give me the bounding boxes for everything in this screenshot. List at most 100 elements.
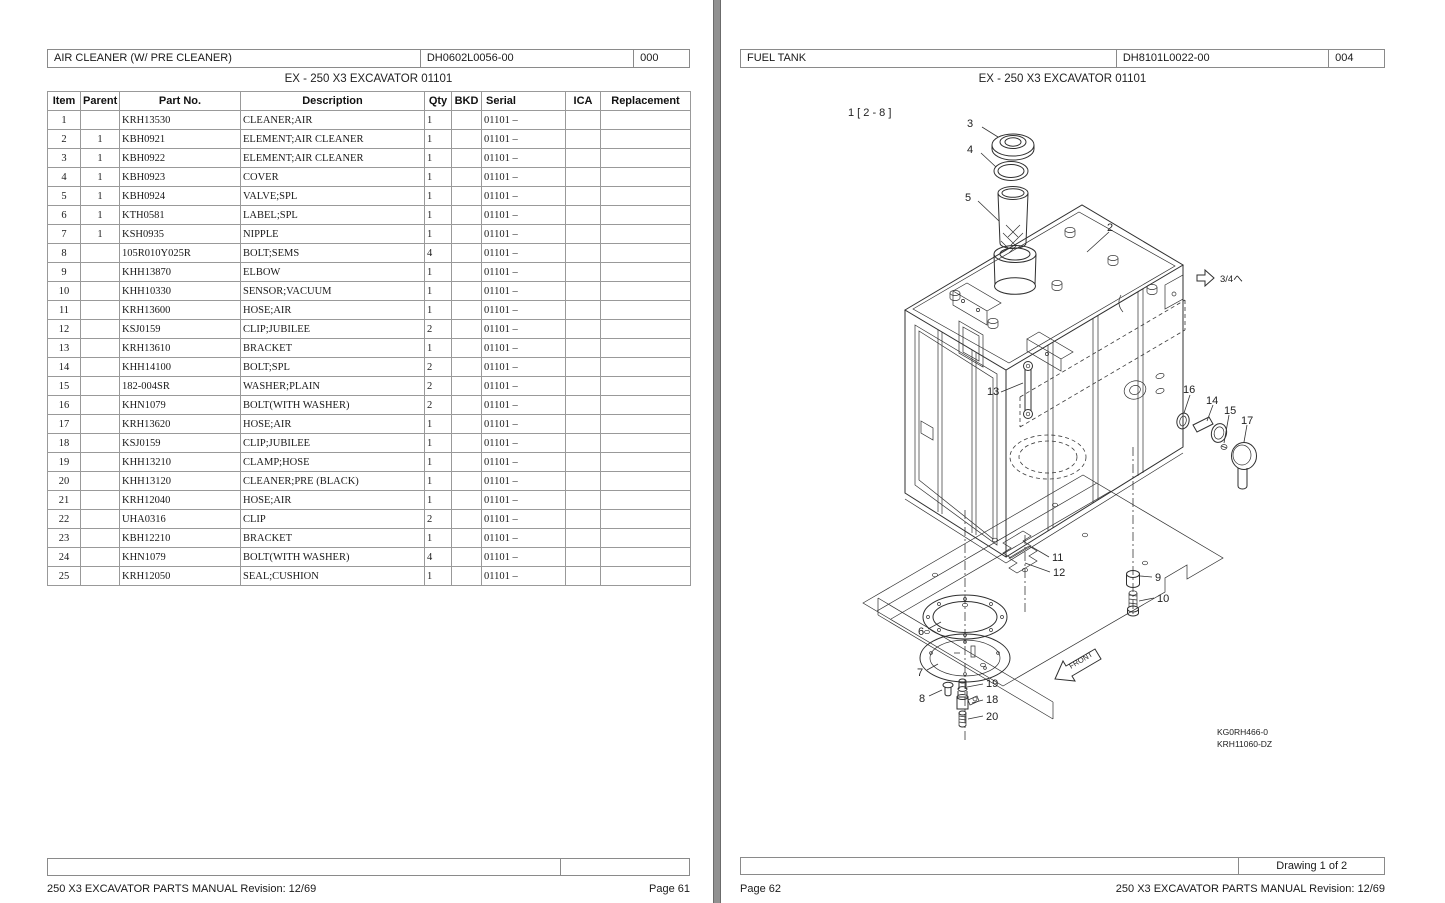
column-header: Qty (424, 91, 452, 111)
fuel-tank-diagram: 1 [ 2 - 8 ] (848, 107, 1272, 749)
table-cell: KRH13610 (119, 338, 241, 358)
table-cell: 1 (424, 148, 452, 168)
table-cell (600, 110, 691, 130)
table-cell: 21 (47, 490, 81, 510)
table-cell: 01101 – (481, 433, 566, 453)
table-cell (565, 490, 601, 510)
table-cell: HOSE;AIR (240, 414, 425, 434)
table-cell (600, 319, 691, 339)
table-cell (565, 281, 601, 301)
page-number: Page 61 (649, 883, 690, 895)
table-cell: ELBOW (240, 262, 425, 282)
table-cell (451, 490, 482, 510)
table-cell: BOLT(WITH WASHER) (240, 547, 425, 567)
table-cell (565, 262, 601, 282)
table-cell (80, 338, 120, 358)
table-cell: KRH13600 (119, 300, 241, 320)
table-cell (565, 395, 601, 415)
table-cell: 4 (47, 167, 81, 187)
callout-leaders (926, 126, 1248, 720)
table-cell (451, 167, 482, 187)
table-cell (600, 433, 691, 453)
view-reference-arrow: 3/4へ (1196, 268, 1243, 288)
table-cell: 1 (424, 471, 452, 491)
table-cell (80, 509, 120, 529)
table-cell (565, 509, 601, 529)
table-cell (80, 490, 120, 510)
callout-9: 9 (1155, 572, 1161, 584)
table-cell (600, 357, 691, 377)
table-cell (565, 376, 601, 396)
table-cell: BRACKET (240, 528, 425, 548)
table-cell: 01101 – (481, 547, 566, 567)
page-61: AIR CLEANER (W/ PRE CLEANER) DH0602L0056… (0, 0, 713, 903)
callout-3: 3 (967, 118, 973, 130)
table-cell (600, 452, 691, 472)
table-cell: NIPPLE (240, 224, 425, 244)
table-cell: 1 (47, 110, 81, 130)
table-cell (80, 110, 120, 130)
table-cell: 1 (424, 186, 452, 206)
table-cell: 1 (424, 129, 452, 149)
table-cell (565, 205, 601, 225)
table-cell (600, 262, 691, 282)
table-cell: 105R010Y025R (119, 243, 241, 263)
table-cell (80, 281, 120, 301)
table-cell: 01101 – (481, 281, 566, 301)
table-cell (600, 129, 691, 149)
table-cell: KRH13530 (119, 110, 241, 130)
table-cell: 5 (47, 186, 81, 206)
table-cell: 01101 – (481, 262, 566, 282)
table-cell (80, 300, 120, 320)
section-title: FUEL TANK (741, 50, 1117, 67)
callout-20: 20 (986, 711, 998, 723)
page-number: Page 62 (740, 883, 781, 895)
table-cell: 2 (424, 509, 452, 529)
table-cell: KRH13620 (119, 414, 241, 434)
front-label: FRONT (1067, 649, 1094, 670)
drawing-count-label: Drawing 1 of 2 (1276, 860, 1348, 872)
table-cell (451, 414, 482, 434)
table-cell: 1 (424, 338, 452, 358)
callout-4: 4 (967, 144, 973, 156)
table-cell: 01101 – (481, 414, 566, 434)
table-cell: 1 (80, 224, 120, 244)
callout-8: 8 (919, 693, 925, 705)
left-header-box: AIR CLEANER (W/ PRE CLEANER) DH0602L0056… (47, 49, 690, 68)
table-cell: 01101 – (481, 376, 566, 396)
table-cell: KBH0921 (119, 129, 241, 149)
table-cell: KBH12210 (119, 528, 241, 548)
column-header: Parent (80, 91, 120, 111)
sight-gauge (1023, 361, 1033, 419)
table-cell (80, 395, 120, 415)
spacer-and-bolt (1126, 570, 1140, 617)
table-cell (600, 281, 691, 301)
section-part-number: DH8101L0022-00 (1117, 50, 1330, 67)
table-cell: 8 (47, 243, 81, 263)
callout-11: 11 (1052, 552, 1063, 564)
table-cell (80, 452, 120, 472)
table-cell (451, 547, 482, 567)
table-cell (600, 167, 691, 187)
table-cell (565, 110, 601, 130)
table-cell (451, 224, 482, 244)
footer-box-right-cell (561, 859, 689, 875)
table-cell (451, 300, 482, 320)
table-cell: 01101 – (481, 319, 566, 339)
table-cell: 20 (47, 471, 81, 491)
table-cell: KHH13120 (119, 471, 241, 491)
table-cell: 10 (47, 281, 81, 301)
table-cell: 01101 – (481, 528, 566, 548)
callout-17: 17 (1241, 415, 1253, 427)
table-cell (451, 433, 482, 453)
